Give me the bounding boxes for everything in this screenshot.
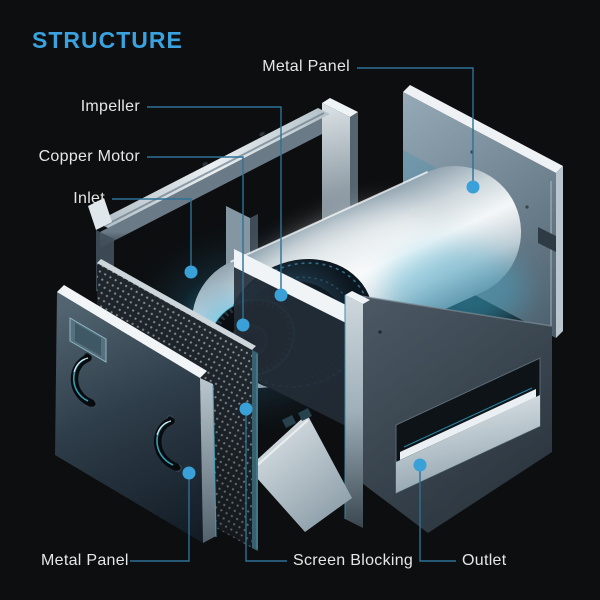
panel-bracket [538,227,556,252]
panel-handle [70,352,97,408]
leader-dot-copper-motor [236,318,250,332]
label-metal-panel-bottom: Metal Panel [41,552,129,569]
leader-line-outlet [419,471,456,562]
outlet-inner-lip [400,389,536,460]
label-metal-panel-top: Metal Panel [262,58,350,75]
inlet-frame-bar-side [100,118,322,248]
panel-handle [154,415,182,472]
outlet-opening [395,357,541,494]
inlet-frame [88,108,330,300]
front-post-cap [345,291,370,304]
front-post-face [345,295,363,528]
callout-lines [112,67,474,562]
label-impeller: Impeller [80,98,140,115]
screw-cross-mark [410,208,420,218]
leader-dot-metal-panel-bottom [182,466,196,480]
front-panel-teal-edge [212,384,217,538]
side-plate-rim [234,249,354,327]
label-copper-motor: Copper Motor [38,148,140,165]
housing-body [353,294,553,533]
front-panel-side-edge [200,378,216,543]
bar-hole [259,131,265,137]
leader-line-metal-panel-top [357,67,474,181]
label-screen-blocking: Screen Blocking [293,552,414,569]
screen-top-edge [97,259,256,350]
leader-dot-outlet [413,458,427,472]
label-inlet: Inlet [73,190,105,207]
metal-panel-back-top-edge [403,85,563,173]
handle-glint-white [156,420,172,436]
leader-dot-screen-blocking [239,402,253,416]
name-plate [69,317,107,363]
metal-panel-back-right-edge [556,166,563,338]
floor-tray-face [248,414,352,532]
screw-hole [525,205,529,209]
outlet-inner-tray [396,395,540,493]
bar-hole [202,161,208,167]
inlet-frame-end-cap [88,198,112,230]
housing-front-post [344,291,370,528]
page-title: STRUCTURE [32,27,183,53]
metal-panel-front [55,285,217,543]
housing-side-plate [234,249,354,430]
side-plate-face [234,267,354,430]
leader-dot-inlet [184,265,198,279]
inlet-frame-channel-line [103,112,325,227]
leader-line-inlet [112,198,192,266]
leader-dot-metal-panel-top [466,180,480,194]
outlet-cyan-line [403,387,533,448]
leader-dot-impeller [274,288,288,302]
housing-floor-tray [248,408,352,532]
floor-notch [298,408,312,421]
front-panel-face [55,292,203,543]
floor-notch [282,415,296,428]
leader-line-impeller [147,106,282,289]
name-plate-inner [75,323,101,356]
post-cap [322,98,358,117]
callout-dots [182,180,480,480]
front-panel-top-edge [57,285,207,378]
housing-wall-top-edge [353,294,553,327]
handle-glint-white [73,357,89,373]
inlet-frame-bar-top [96,108,330,228]
leader-line-screen-blocking [245,415,287,562]
label-outlet: Outlet [462,552,507,569]
drum-top-rim [230,170,429,263]
floor-tray-lip [251,419,309,471]
leader-line-copper-motor [147,156,244,319]
screw-hole [378,330,382,334]
leader-line-metal-panel-bottom [130,479,190,562]
